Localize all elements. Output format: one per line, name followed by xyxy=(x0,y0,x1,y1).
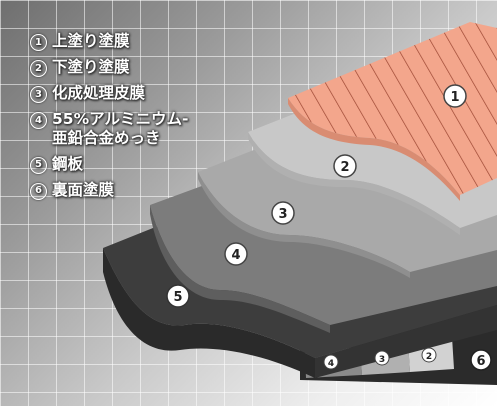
legend-label: 55%アルミニウム- xyxy=(52,110,189,128)
svg-text:4: 4 xyxy=(328,359,334,369)
marker-conversion: 3 xyxy=(271,201,295,225)
legend-number: 2 xyxy=(30,60,47,77)
legend-item-plating: 4 55%アルミニウム- 亜鉛合金めっき xyxy=(30,110,188,148)
legend-item-conversion: 3 化成処理皮膜 xyxy=(30,84,188,103)
marker-steel: 5 xyxy=(166,284,190,308)
marker-plating: 4 xyxy=(224,242,248,266)
legend-number: 1 xyxy=(30,34,47,51)
legend-label: 鋼板 xyxy=(52,154,84,173)
svg-text:3: 3 xyxy=(379,355,385,365)
legend-label-continued: 亜鉛合金めっき xyxy=(52,128,161,147)
legend-label: 下塗り塗膜 xyxy=(52,58,130,76)
marker-topcoat: 1 xyxy=(443,84,467,108)
steel-plate-side xyxy=(103,248,315,378)
svg-text:4: 4 xyxy=(231,248,240,263)
legend-item-back-coat: 6 裏面塗膜 xyxy=(30,181,188,200)
legend-number: 4 xyxy=(30,112,47,129)
legend-number: 5 xyxy=(30,156,47,174)
layer-legend: 1 上塗り塗膜 2 下塗り塗膜 3 化成処理皮膜 4 55%アルミニウム- 亜鉛… xyxy=(30,32,188,207)
edge-marker-plating: 4 xyxy=(323,354,339,370)
edge-marker-back-coat: 6 xyxy=(470,349,492,371)
svg-text:6: 6 xyxy=(476,354,485,369)
legend-label: 上塗り塗膜 xyxy=(52,32,130,50)
primer-layer-edge xyxy=(248,132,460,235)
svg-text:5: 5 xyxy=(173,290,182,305)
legend-label: 化成処理皮膜 xyxy=(52,84,146,102)
conversion-coating-edge xyxy=(198,172,410,278)
marker-primer: 2 xyxy=(333,154,357,178)
svg-text:2: 2 xyxy=(340,160,349,175)
legend-item-topcoat: 1 上塗り塗膜 xyxy=(30,32,188,51)
plating-layer-edge xyxy=(150,205,330,333)
steel-plate-front xyxy=(315,305,497,378)
legend-label: 裏面塗膜 xyxy=(52,180,115,199)
svg-text:3: 3 xyxy=(278,207,287,222)
edge-marker-conversion: 3 xyxy=(374,350,390,366)
svg-text:1: 1 xyxy=(450,90,459,105)
svg-text:2: 2 xyxy=(426,352,432,362)
edge-marker-primer: 2 xyxy=(421,347,437,363)
legend-item-steel: 5 鋼板 xyxy=(30,155,188,174)
legend-item-primer: 2 下塗り塗膜 xyxy=(30,58,188,77)
legend-number: 3 xyxy=(30,86,47,103)
legend-number: 6 xyxy=(30,182,47,200)
topcoat-hatching xyxy=(288,22,497,195)
